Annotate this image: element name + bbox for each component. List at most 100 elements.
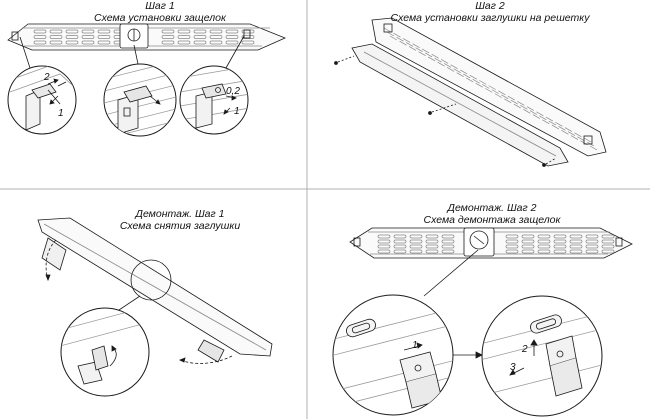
grille-slat: [553, 234, 567, 239]
grille-slat: [97, 29, 111, 34]
arrows-step1: [47, 78, 237, 115]
grille-slat: [409, 234, 423, 239]
grille-front-view-step1: [7, 23, 287, 51]
grille-slat: [521, 239, 535, 244]
grille-slat: [241, 35, 255, 39]
grille-slat: [441, 249, 455, 254]
grille-slat: [555, 121, 563, 127]
grille-slat: [386, 31, 395, 37]
grille-slat: [466, 77, 474, 83]
removal-step1-caption: Схема снятия заглушки: [119, 220, 241, 232]
detail-circle-left-latch: [7, 65, 77, 135]
screws-step2: [334, 55, 557, 167]
removal-step2-title: Демонтаж. Шаг 2: [447, 202, 537, 214]
grille-slat: [427, 56, 436, 62]
grille-slat: [161, 35, 175, 39]
grille-slat: [209, 29, 223, 34]
grille-slat: [601, 234, 615, 239]
grille-slat: [569, 234, 583, 239]
callout-removal-step2-2: 2: [522, 344, 528, 355]
grille-slat: [177, 29, 191, 34]
grille-slat: [574, 132, 582, 138]
grille-slat: [409, 249, 423, 254]
grille-slat: [567, 131, 576, 136]
grille-slat: [434, 57, 442, 63]
grille-slat: [507, 95, 515, 101]
grille-slat: [491, 89, 499, 94]
grille-slat: [460, 69, 468, 75]
grille-slat: [548, 120, 557, 126]
removal-arrows-step1: [45, 239, 233, 364]
grille-slat: [482, 84, 490, 89]
grille-slat: [553, 249, 567, 254]
grille-slat: [504, 98, 512, 104]
grille-slat: [440, 59, 449, 64]
callout-step1-d: 1: [234, 106, 240, 117]
grille-slat: [65, 29, 79, 34]
step1-caption-block: Шаг 1 Схема установки защелок: [60, 0, 260, 24]
detail-circle-right-latch: [179, 65, 249, 135]
callout-step1-b: 1: [58, 108, 64, 119]
grille-slat: [193, 35, 207, 39]
grille-slat: [475, 82, 483, 88]
grille-slat: [225, 35, 239, 39]
grille-slat: [241, 40, 255, 45]
grille-slat: [532, 114, 541, 119]
grille-isometric-view-step2: [351, 17, 607, 167]
detail-circle-center-latch: [103, 63, 177, 137]
grille-slat: [33, 29, 47, 34]
grille-slat: [225, 29, 239, 34]
grille-slat: [402, 38, 411, 43]
callout-removal-step2-1: 1: [412, 340, 418, 351]
detail-zoom-lines-step1: [19, 35, 245, 69]
grille-slat: [81, 29, 95, 34]
grille-slat: [177, 35, 191, 39]
grille-slat: [545, 116, 554, 122]
grille-slat: [469, 74, 477, 80]
grille-slat: [521, 244, 535, 249]
grille-slat: [97, 40, 111, 45]
grille-slat: [585, 239, 599, 244]
grille-slat: [505, 234, 519, 239]
grille-slat: [561, 129, 569, 135]
grille-slat: [431, 53, 439, 59]
grille-slat: [383, 27, 392, 33]
grille-slat: [437, 61, 445, 67]
grille-slat: [377, 234, 391, 239]
grille-slat: [569, 239, 583, 244]
grille-slat: [33, 40, 47, 45]
grille-slat: [377, 249, 391, 254]
grille-slat: [505, 249, 519, 254]
grille-slat: [393, 239, 407, 244]
grille-slat: [463, 73, 471, 79]
grille-slat: [501, 94, 509, 100]
callout-step1-c: 0,2: [226, 86, 240, 97]
grille-slat: [526, 106, 535, 111]
grille-slat: [601, 239, 615, 244]
grille-slat: [564, 127, 573, 132]
removal-arrows-step2: [403, 339, 538, 376]
grille-slat: [521, 249, 535, 254]
grille-slat: [536, 111, 544, 117]
removal-step1-title: Демонтаж. Шаг 1: [135, 208, 225, 220]
grille-slat: [577, 136, 585, 142]
grille-slat: [424, 52, 433, 58]
step2-caption-block: Шаг 2 Схема установки заглушки на решетк…: [380, 0, 600, 24]
grille-slat: [161, 29, 175, 34]
grille-slat: [193, 40, 207, 45]
step1-caption: Схема установки защелок: [94, 12, 226, 24]
cover-plate-view-removal-step1: [37, 217, 273, 363]
grille-slat: [97, 35, 111, 39]
grille-slat: [49, 29, 63, 34]
grille-slat: [193, 29, 207, 34]
grille-slat: [505, 244, 519, 249]
grille-slat: [393, 249, 407, 254]
detail-circle-clip-removal: [60, 307, 150, 397]
grille-slat: [446, 67, 455, 72]
grille-slat: [539, 115, 547, 121]
grille-slat: [409, 239, 423, 244]
detail-circle-latch-before: [332, 294, 454, 416]
step1-title: Шаг 1: [145, 0, 175, 12]
